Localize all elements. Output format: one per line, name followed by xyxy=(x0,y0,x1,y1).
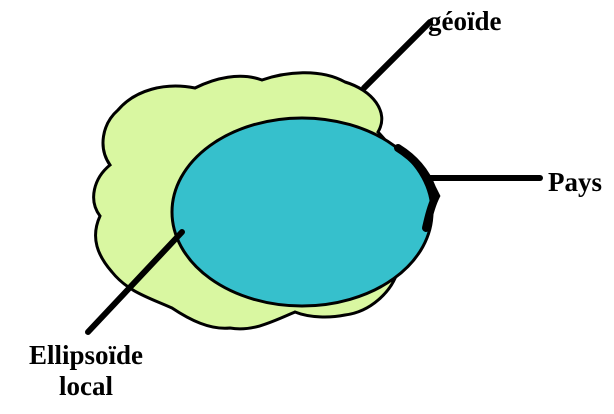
geoide-label: géoïde xyxy=(428,6,502,37)
pays-label: Pays xyxy=(548,167,602,198)
ellipsoide-label-line2: local xyxy=(6,371,166,402)
local-ellipsoid-shape xyxy=(172,118,432,306)
ellipsoide-label-line1: Ellipsoïde xyxy=(6,340,166,371)
geoide-pointer-line xyxy=(364,22,430,88)
ellipsoide-local-label: Ellipsoïde local xyxy=(6,340,166,402)
